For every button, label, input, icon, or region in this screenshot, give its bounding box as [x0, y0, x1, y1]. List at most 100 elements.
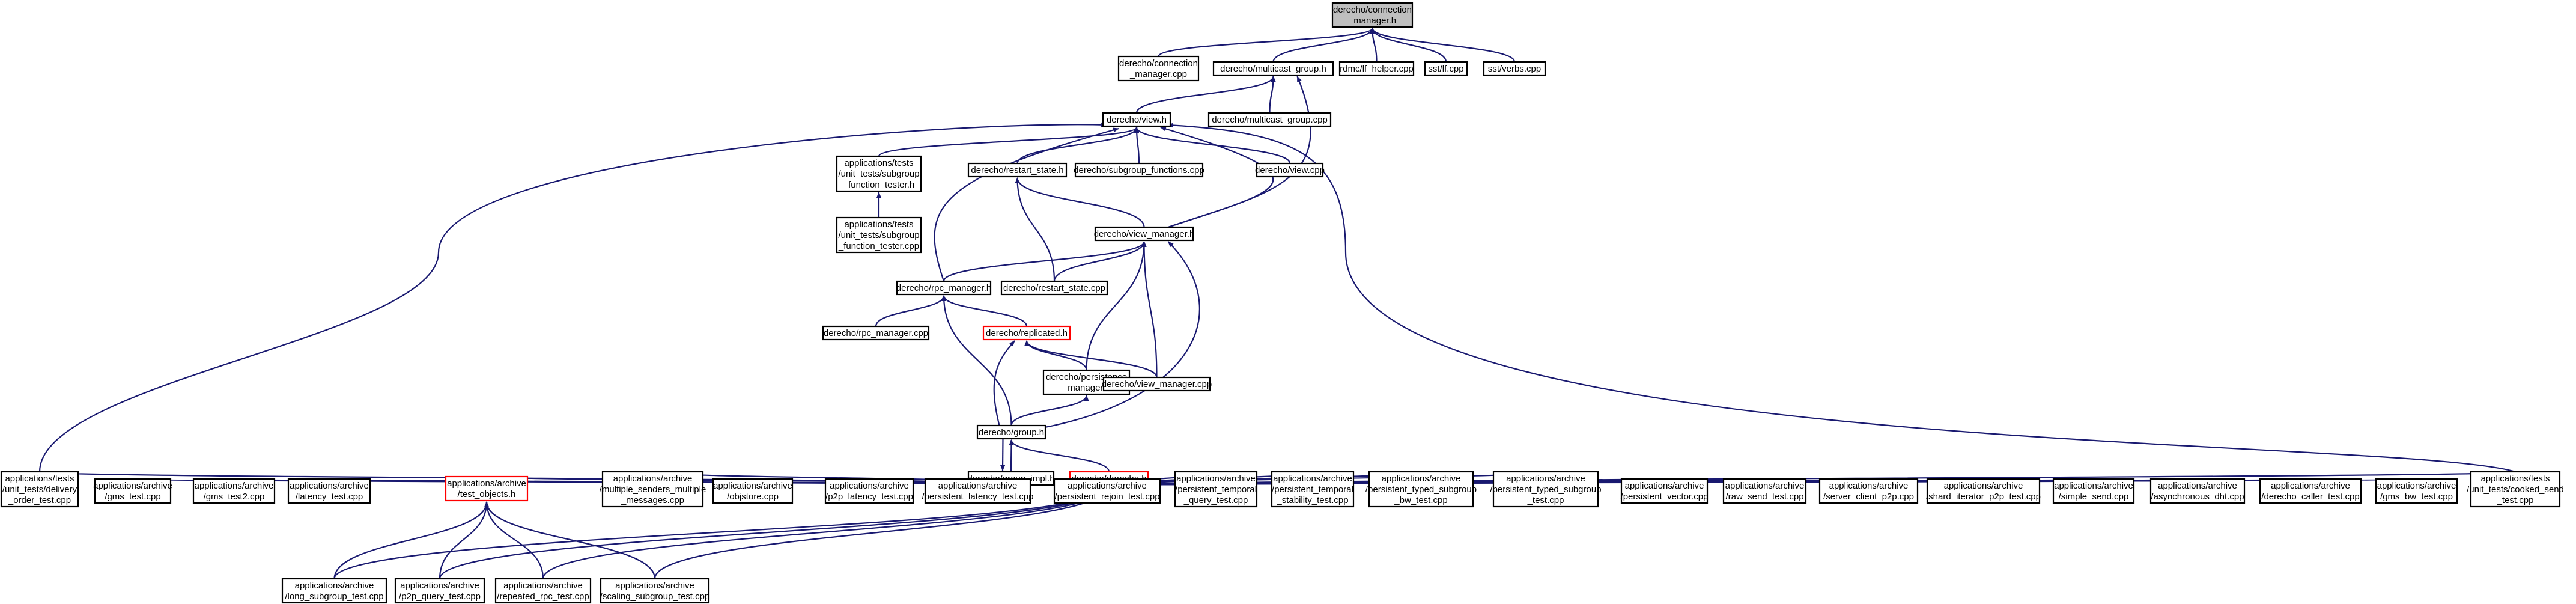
node-label: applications/tests [844, 158, 913, 168]
file-node-subgroup-function-tester-cpp[interactable]: applications/tests/unit_tests/subgroup_f… [836, 216, 922, 254]
file-node-persistent-latency-test[interactable]: applications/archive/persistent_latency_… [922, 478, 1034, 504]
edge-connection-manager-cpp-to-connection-manager-h [1158, 27, 1375, 57]
node-label: applications/archive [290, 481, 369, 491]
file-node-view-manager-h[interactable]: derecho/view_manager.h [1094, 226, 1195, 242]
node-label: derecho/multicast_group.cpp [1212, 115, 1328, 125]
node-label: applications/archive [613, 474, 693, 484]
node-box [1338, 61, 1415, 76]
file-node-latency-test[interactable]: applications/archive/latency_test.cpp [287, 478, 371, 504]
file-node-simple-send[interactable]: applications/archive/simple_send.cpp [2052, 478, 2135, 504]
node-box [924, 478, 1031, 504]
file-node-view-h[interactable]: derecho/view.h [1102, 112, 1171, 127]
node-box [1208, 112, 1332, 127]
node-label: applications/archive [93, 481, 172, 491]
file-node-persistent-typed-subgroup-test[interactable]: applications/archive/persistent_typed_su… [1490, 471, 1602, 508]
file-node-subgroup-function-tester-h[interactable]: applications/tests/unit_tests/subgroup_f… [836, 155, 922, 192]
node-label: /shard_iterator_p2p_test.cpp [1926, 492, 2041, 502]
edge-view-h-to-multicast-group-h [1135, 76, 1276, 114]
edge-view-manager-h-to-multicast-group-h [1168, 76, 1311, 228]
file-node-persistent-rejoin-test[interactable]: applications/archive/persistent_rejoin_t… [1053, 478, 1161, 504]
node-box [1053, 478, 1161, 504]
file-node-rdmc-lf-helper[interactable]: rdmc/lf_helper.cpp [1338, 61, 1415, 76]
file-node-sst-lf[interactable]: sst/lf.cpp [1424, 61, 1468, 76]
node-label: /unit_tests/cooked_send [2467, 484, 2564, 495]
edge-view-manager-cpp-to-replicated-h [1024, 340, 1158, 378]
node-label: derecho/rpc_manager.h [896, 283, 991, 293]
file-node-rpc-manager-cpp[interactable]: derecho/rpc_manager.cpp [822, 325, 930, 341]
node-label: /test_objects.h [458, 489, 516, 499]
file-node-persistent-temporal-stability[interactable]: applications/archive/persistent_temporal… [1271, 471, 1355, 508]
file-node-long-subgroup-test[interactable]: applications/archive/long_subgroup_test.… [281, 578, 387, 604]
file-node-derecho-caller-test[interactable]: applications/archive/derecho_caller_test… [2259, 478, 2362, 504]
file-node-rpc-manager-h[interactable]: derecho/rpc_manager.h [896, 280, 991, 296]
file-node-restart-state-h[interactable]: derecho/restart_state.h [967, 162, 1068, 178]
node-box [494, 578, 592, 604]
file-node-group-h[interactable]: derecho/group.h [976, 424, 1046, 440]
node-label: derecho/view_manager.h [1094, 229, 1195, 239]
node-label: derecho/group.h [979, 427, 1044, 438]
node-box [822, 325, 930, 341]
file-node-repeated-rpc-test[interactable]: applications/archive/repeated_rpc_test.c… [494, 578, 592, 604]
file-node-view-manager-cpp[interactable]: derecho/view_manager.cpp [1102, 376, 1212, 392]
file-node-multicast-group-h[interactable]: derecho/multicast_group.h [1212, 61, 1334, 76]
edge-subgroup-functions-cpp-to-view-h [1134, 127, 1140, 164]
file-node-asynchronous-dht[interactable]: applications/archive/asynchronous_dht.cp… [2149, 478, 2246, 504]
node-box [1212, 61, 1334, 76]
file-node-multiple-senders[interactable]: applications/archive/multiple_senders_mu… [600, 471, 706, 508]
file-node-persistent-temporal-query[interactable]: applications/archive/persistent_temporal… [1174, 471, 1258, 508]
edge-multicast-group-h-to-connection-manager-h [1272, 28, 1375, 63]
file-node-cooked-send-test[interactable]: applications/tests/unit_tests/cooked_sen… [2467, 471, 2564, 508]
edge-cooked-send-test-to-view-h [1167, 123, 2516, 473]
edge-group-h-to-replicated-h [993, 340, 1015, 426]
edge-group-h-to-rpc-manager-h [941, 295, 1012, 426]
edge-replicated-h-to-rpc-manager-h [941, 295, 1028, 327]
file-node-view-cpp[interactable]: derecho/view.cpp [1255, 162, 1325, 178]
node-label: applications/archive [295, 581, 374, 591]
node-box [712, 478, 794, 504]
node-label: applications/archive [830, 481, 909, 491]
file-node-connection-manager-h[interactable]: derecho/connection_manager.h [1331, 2, 1414, 28]
file-node-p2p-query-test[interactable]: applications/archive/p2p_query_test.cpp [394, 578, 485, 604]
file-node-p2p-latency-test[interactable]: applications/archive/p2p_latency_test.cp… [824, 478, 914, 504]
node-label: _function_tester.h [843, 180, 914, 190]
file-node-gms-bw-test[interactable]: applications/archive/gms_bw_test.cpp [2375, 478, 2458, 504]
node-box [94, 478, 172, 504]
node-label: _manager.cpp [1129, 69, 1187, 79]
edge-rpc-manager-cpp-to-rpc-manager-h [875, 295, 946, 327]
node-label: _test.cpp [1527, 495, 1564, 505]
node-box [1368, 471, 1474, 508]
file-node-gms-test2[interactable]: applications/archive/gms_test2.cpp [192, 478, 276, 504]
edge-scaling-subgroup-test-to-test-objects-h [484, 501, 656, 579]
file-node-server-client-p2p[interactable]: applications/archive/server_client_p2p.c… [1818, 478, 1919, 504]
file-node-delivery-order-test[interactable]: applications/tests/unit_tests/delivery_o… [0, 471, 79, 508]
file-node-persistent-typed-subgroup-bw[interactable]: applications/archive/persistent_typed_su… [1365, 471, 1477, 508]
file-node-persistent-vector[interactable]: applications/archive/persistent_vector.c… [1620, 478, 1709, 504]
node-box [2470, 471, 2561, 508]
file-node-restart-state-cpp[interactable]: derecho/restart_state.cpp [1000, 280, 1108, 296]
node-box [1722, 478, 1807, 504]
node-label: /unit_tests/delivery [2, 484, 77, 495]
node-label: /gms_bw_test.cpp [2380, 492, 2453, 502]
file-node-scaling-subgroup-test[interactable]: applications/archive/scaling_subgroup_te… [600, 578, 710, 604]
node-box [2375, 478, 2458, 504]
file-node-sst-verbs[interactable]: sst/verbs.cpp [1483, 61, 1546, 76]
edge-group-h-to-view-manager-h [1035, 241, 1200, 430]
node-label: derecho/view.cpp [1255, 165, 1325, 175]
file-node-replicated-h[interactable]: derecho/replicated.h [982, 325, 1071, 341]
node-label: /persistent_rejoin_test.cpp [1054, 492, 1159, 502]
file-node-test-objects-h[interactable]: applications/archive/test_objects.h [445, 475, 529, 502]
file-node-objstore[interactable]: applications/archive/objstore.cpp [712, 478, 794, 504]
node-label: /persistent_temporal [1175, 484, 1257, 495]
file-node-connection-manager-cpp[interactable]: derecho/connection_manager.cpp [1117, 55, 1200, 82]
node-box [1620, 478, 1709, 504]
file-node-raw-send-test[interactable]: applications/archive/raw_send_test.cpp [1722, 478, 1807, 504]
file-node-multicast-group-cpp[interactable]: derecho/multicast_group.cpp [1208, 112, 1332, 127]
node-label: /p2p_latency_test.cpp [825, 492, 913, 502]
node-label: applications/tests [844, 219, 913, 230]
file-node-gms-test[interactable]: applications/archive/gms_test.cpp [93, 478, 172, 504]
node-label: /gms_test2.cpp [204, 492, 265, 502]
edge-view-manager-h-to-restart-state-h [1015, 177, 1145, 228]
node-label: derecho/view.h [1107, 115, 1167, 125]
file-node-subgroup-functions-cpp[interactable]: derecho/subgroup_functions.cpp [1074, 162, 1204, 178]
file-node-shard-iterator-p2p[interactable]: applications/archive/shard_iterator_p2p_… [1926, 478, 2041, 504]
